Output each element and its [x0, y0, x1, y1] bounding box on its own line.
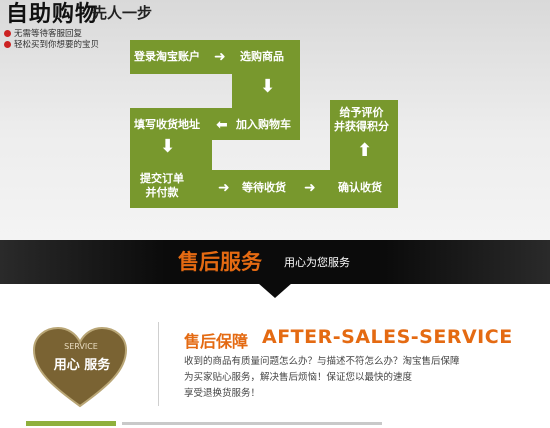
bullet-icon	[4, 30, 11, 37]
heart-badge-icon	[32, 326, 128, 408]
heart-service-label: SERVICE	[64, 342, 98, 351]
note-item: 轻松买到你想要的宝贝	[4, 38, 99, 50]
step-submit-order: 提交订单并付款	[140, 172, 184, 200]
flow-block	[330, 100, 398, 208]
step-review-line1: 给予评价	[339, 106, 384, 119]
shopping-flow-diagram: 登录淘宝账户 ➜ 选购商品 ⬇ 加入购物车 ⬅ 填写收货地址 ⬇ 提交订单并付款…	[130, 40, 398, 208]
arrow-up-icon: ⬆	[357, 140, 373, 161]
arrow-left-icon: ⬅	[216, 117, 228, 133]
divider	[158, 322, 159, 406]
step-wait-delivery: 等待收货	[242, 181, 286, 194]
step-add-to-cart: 加入购物车	[236, 118, 291, 131]
after-sales-banner	[0, 240, 550, 284]
guarantee-text-line: 收到的商品有质量问题怎么办？与描述不符怎么办？淘宝售后保障	[184, 356, 460, 367]
next-section-edge	[0, 420, 550, 428]
banner-title: 售后服务	[178, 250, 262, 274]
guarantee-text-line: 享受退换货服务！	[184, 388, 261, 399]
bullet-icon	[4, 41, 11, 48]
arrow-down-icon: ⬇	[260, 76, 276, 97]
guarantee-title: 售后保障	[184, 332, 249, 351]
step-select-goods: 选购商品	[240, 50, 284, 63]
step-submit-line1: 提交订单	[140, 172, 184, 185]
step-login: 登录淘宝账户	[134, 50, 200, 63]
note-text: 轻松买到你想要的宝贝	[14, 40, 100, 50]
arrow-down-icon: ⬇	[160, 136, 176, 157]
note-item: 无需等待客服回复	[4, 27, 82, 39]
arrow-right-icon: ➜	[218, 180, 230, 196]
step-fill-address: 填写收货地址	[134, 118, 200, 131]
heart-main-label: 用心 服务	[53, 358, 111, 373]
arrow-right-icon: ➜	[214, 49, 226, 65]
note-text: 无需等待客服回复	[14, 29, 83, 39]
banner-pointer	[258, 283, 292, 298]
guarantee-title-en: AFTER-SALES-SERVICE	[262, 326, 513, 348]
step-confirm-receipt: 确认收货	[338, 181, 382, 194]
banner-subtitle: 用心为您服务	[284, 256, 350, 269]
guarantee-text-line: 为买家贴心服务，解决售后烦恼！保证您以最快的速度	[184, 372, 413, 383]
section-subtitle: 先人一步	[92, 4, 153, 22]
arrow-right-icon: ➜	[304, 180, 316, 196]
step-review: 给予评价并获得积分	[334, 106, 389, 134]
step-review-line2: 并获得积分	[334, 120, 389, 133]
section-title: 自助购物	[6, 2, 99, 27]
step-submit-line2: 并付款	[145, 186, 179, 199]
